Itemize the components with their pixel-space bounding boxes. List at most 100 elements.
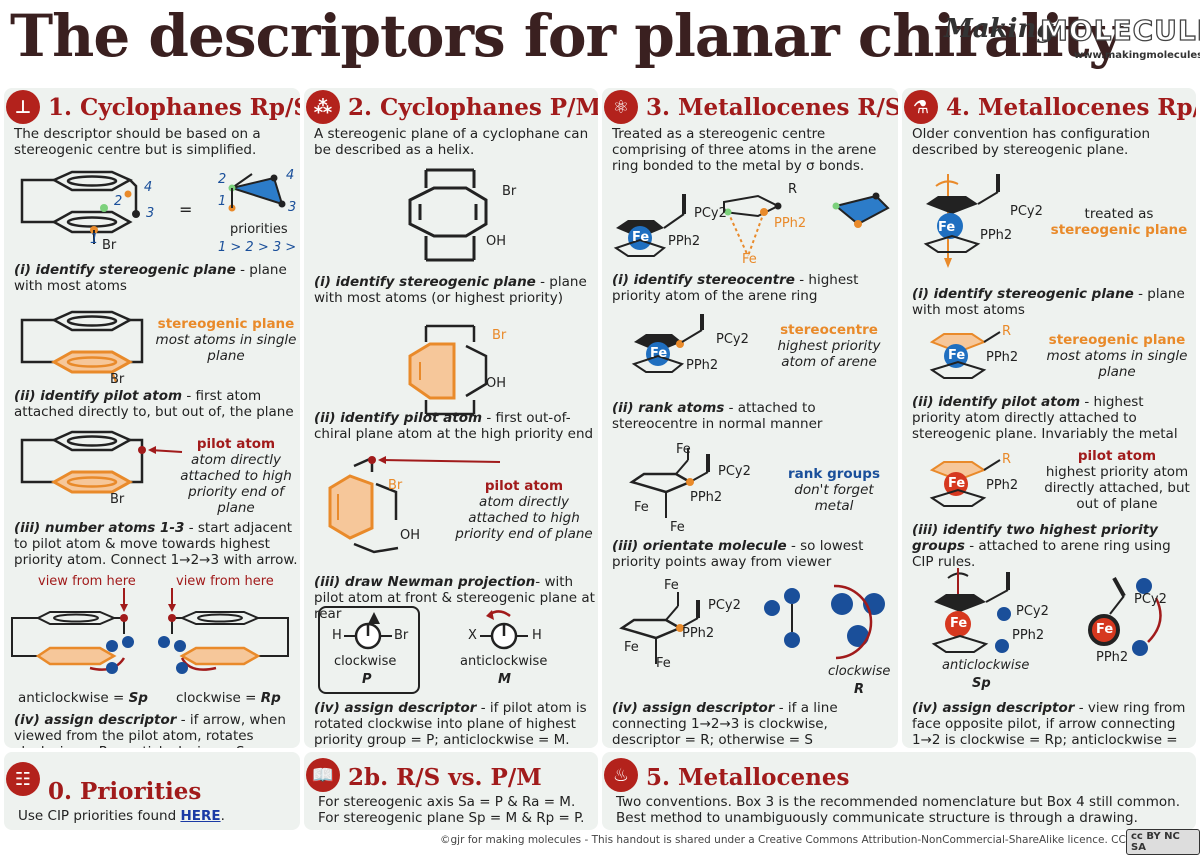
br-label-p2a: Br: [502, 184, 517, 199]
brand-molecules: MOLECULES: [1039, 13, 1200, 47]
ferrocene-p4-4: [931, 568, 1162, 656]
panel2-title: 2. Cyclophanes P/M: [348, 94, 598, 121]
panel-metallocenes-rpsp: ⚗ 4. Metallocenes Rp/Sp Older convention…: [902, 88, 1196, 748]
pph2-label-p3d: PPh2: [690, 490, 723, 505]
panel2b-line2: For stereogenic plane Sp = M & Rp = P.: [318, 810, 585, 826]
pcy2-label-p3e: PCy2: [708, 598, 741, 613]
ferrocene-p4-3: [929, 459, 1001, 507]
priorities-label: priorities: [230, 222, 288, 237]
book-icon: 📖: [306, 758, 340, 792]
pph2-label-p3c: PPh2: [686, 358, 719, 373]
panel3-title: 3. Metallocenes R/S: [646, 94, 898, 121]
fe-label-p3c: Fe: [650, 346, 668, 361]
pcy2-label-p4e: PCy2: [1134, 592, 1167, 607]
cyclophane-diagram-4: [11, 588, 289, 674]
pph2-label-p4c: PPh2: [986, 478, 1019, 493]
panel3-step4: (iv) assign descriptor - if a line conne…: [612, 700, 838, 748]
tetra-num-1: 1: [218, 194, 227, 209]
fe-bottom-p3d: Fe: [670, 520, 685, 535]
atom-icon: ⚛: [604, 90, 638, 124]
fe-label-p4c: Fe: [948, 476, 966, 491]
panel-metallocenes-rs: ⚛ 3. Metallocenes R/S Treated as a stere…: [602, 88, 898, 748]
ferrocene-diagram-1: [613, 192, 890, 257]
page-title: The descriptors for planar chirality: [10, 2, 1122, 70]
pcy2-label-p3a: PCy2: [694, 206, 727, 221]
anticlockwise-label-p4: anticlockwise: [942, 658, 1030, 673]
panel4-intro: Older convention has configuration descr…: [912, 126, 1151, 158]
panel1-step4: (iv) assign descriptor - if arrow, when …: [14, 712, 286, 748]
desc-m: M: [498, 672, 511, 687]
pcy2-label-p4a: PCy2: [1010, 204, 1043, 219]
hierarchy-icon: ☷: [6, 762, 40, 796]
brand-making: Making: [944, 14, 1055, 44]
newman-h-left: H: [332, 628, 342, 643]
fe-label-p4b: Fe: [948, 348, 966, 363]
panel2-intro: A stereogenic plane of a cyclophane can …: [314, 126, 589, 158]
panel2-step1: (i) identify stereogenic plane - plane w…: [314, 274, 587, 306]
cyclophane-diagram-1: [20, 170, 286, 244]
tetra-num-3: 3: [288, 200, 297, 215]
panel4-step2: (ii) identify pilot atom - highest prior…: [912, 394, 1178, 442]
fe-left-p3e: Fe: [624, 640, 639, 655]
view-from-here-right: view from here: [176, 574, 274, 589]
fe-top-p3e: Fe: [664, 578, 679, 593]
cip-link[interactable]: HERE: [180, 808, 221, 824]
ferrocene-diagram-2: [631, 314, 704, 373]
priority-num-3: 3: [146, 206, 155, 221]
br-label-3: Br: [110, 492, 125, 507]
priority-num-1: 1: [90, 232, 99, 247]
panel2b-line1: For stereogenic axis Sa = P & Ra = M.: [318, 794, 576, 810]
oh-label-p2b: OH: [486, 376, 507, 391]
ferrocene-p4-1: [923, 174, 1000, 268]
panel3-intro: Treated as a stereogenic centre comprisi…: [612, 126, 877, 174]
panel5-line2: Best method to unambiguously communicate…: [616, 810, 1138, 826]
fe-label-p4a: Fe: [938, 220, 956, 235]
panel2b-title: 2b. R/S vs. P/M: [348, 764, 542, 791]
pph2-label-p4e: PPh2: [1096, 650, 1129, 665]
panel3-step1: (i) identify stereocentre - highest prio…: [612, 272, 859, 304]
panel1-step3: (iii) number atoms 1-3 - start adjacent …: [14, 520, 298, 568]
panel5-title: 5. Metallocenes: [646, 764, 850, 791]
clockwise-label-p2: clockwise: [334, 654, 397, 669]
view-from-here-left: view from here: [38, 574, 136, 589]
desc-sp-p4: Sp: [972, 676, 991, 691]
priority-num-2: 2: [114, 194, 123, 209]
fe-bottom-p3e: Fe: [656, 656, 671, 671]
pcy2-label-p4d: PCy2: [1016, 604, 1049, 619]
panel-rs-vs-pm: 📖 2b. R/S vs. P/M For stereogenic axis S…: [304, 752, 598, 830]
fe-label-p3a: Fe: [632, 230, 650, 245]
pcy2-label-p3c: PCy2: [716, 332, 749, 347]
network-icon: ⁂: [306, 90, 340, 124]
panel4-step1: (i) identify stereogenic plane - plane w…: [912, 286, 1185, 318]
equals-sign: =: [179, 200, 193, 219]
ferrocene-diagram-4: [619, 584, 885, 664]
plane-icon: ⊥: [6, 90, 40, 124]
priority-num-4: 4: [144, 180, 153, 195]
ferrocene-p4-2: [929, 331, 1001, 379]
flask-icon: ⚗: [904, 90, 938, 124]
pph2-label-p3b: PPh2: [774, 216, 807, 231]
panel1-intro: The descriptor should be based on a ster…: [14, 126, 261, 158]
desc-p: P: [362, 672, 372, 687]
helix-cyclophane-1: [408, 168, 488, 262]
newman-projection-p: [344, 612, 392, 650]
panel1-step2: (ii) identify pilot atom - first atom at…: [14, 388, 294, 420]
oh-label-p2c: OH: [400, 528, 421, 543]
panel2-step4: (iv) assign descriptor - if pilot atom i…: [314, 700, 587, 748]
pph2-label-p4d: PPh2: [1012, 628, 1045, 643]
panel3-step2: (ii) rank atoms - attached to stereocent…: [612, 400, 823, 432]
panel-priorities: ☷ 0. Priorities Use CIP priorities found…: [4, 752, 300, 830]
footer-licence: ©gjr for making molecules - This handout…: [440, 834, 1178, 846]
panel4-step4: (iv) assign descriptor - view ring from …: [912, 700, 1186, 748]
priorities-order: 1 > 2 > 3 > 4: [218, 240, 300, 255]
fe-label-p3b: Fe: [742, 252, 757, 267]
br-label-p2b: Br: [492, 328, 507, 343]
panel0-text: Use CIP priorities found HERE.: [18, 808, 225, 824]
panel-cyclophanes-pm: ⁂ 2. Cyclophanes P/M A stereogenic plane…: [304, 88, 598, 748]
